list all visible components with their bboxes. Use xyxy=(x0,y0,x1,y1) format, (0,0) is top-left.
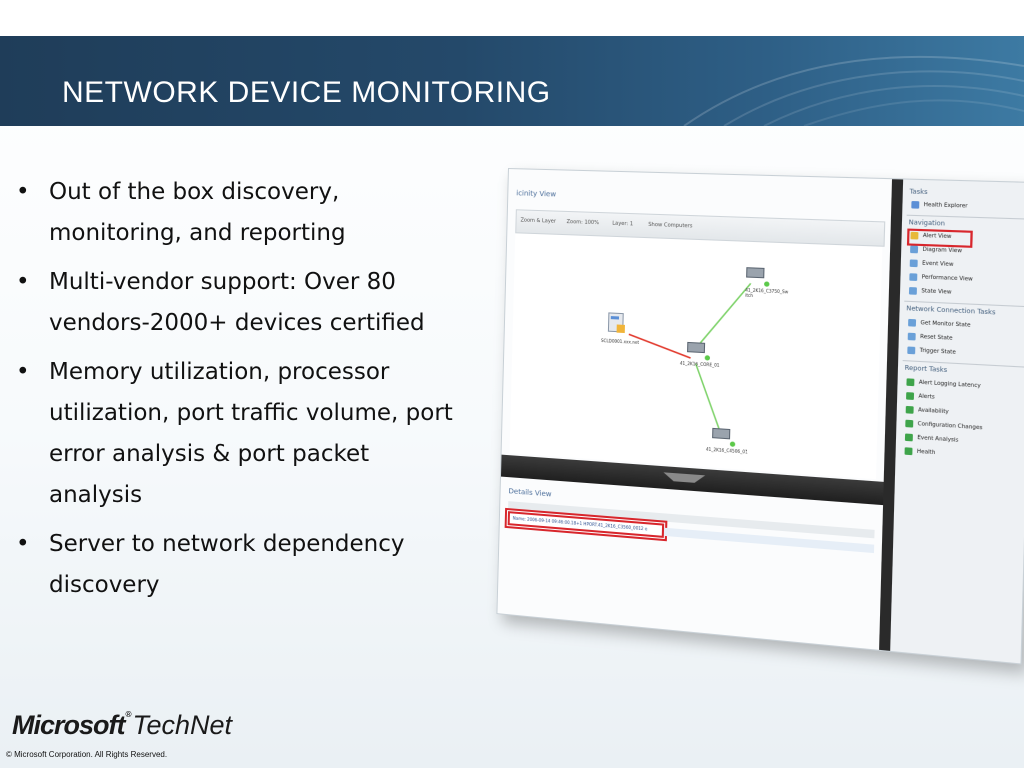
bullet-item: • Server to network dependency discovery xyxy=(16,524,456,606)
bullet-list: • Out of the box discovery, monitoring, a… xyxy=(16,172,456,614)
bullet-text: Server to network dependency discovery xyxy=(49,531,405,598)
toolbar-layer[interactable]: Layer: 1 xyxy=(612,221,633,228)
report-tasks-heading: Report Tasks xyxy=(905,364,948,374)
report-alert-logging-latency[interactable]: Alert Logging Latency xyxy=(906,378,980,393)
server-icon[interactable] xyxy=(608,313,625,333)
report-configuration-changes[interactable]: Configuration Changes xyxy=(905,420,982,435)
get-monitor-state-icon xyxy=(908,319,916,327)
event-view-icon xyxy=(910,259,918,267)
task-trigger-state[interactable]: Trigger State xyxy=(907,346,956,359)
node-label: 41_2K16_C3750_Sw itch xyxy=(745,287,788,299)
switch-icon[interactable] xyxy=(712,428,735,447)
nav-performance-view[interactable]: Performance View xyxy=(909,273,973,286)
bullet-item: • Out of the box discovery, monitoring, a… xyxy=(16,172,456,254)
trigger-state-icon xyxy=(907,346,915,354)
diagram-canvas: SCLD0001.xxx.net 41_2K16_CORE_01 41_2K16… xyxy=(510,233,883,479)
bullet-item: • Multi-vendor support: Over 80 vendors-2… xyxy=(16,262,456,344)
bullet-dot: • xyxy=(16,352,30,393)
report-alerts[interactable]: Alerts xyxy=(906,392,935,404)
bullet-text: Multi-vendor support: Over 80 vendors-20… xyxy=(49,269,425,336)
vicinity-view-pane: icinity View Zoom & Layer Zoom: 100% Lay… xyxy=(497,169,892,650)
task-reset-state[interactable]: Reset State xyxy=(908,333,953,346)
nav-event-view[interactable]: Event View xyxy=(910,259,954,271)
connection-tasks-heading: Network Connection Tasks xyxy=(906,305,995,317)
task-health-explorer[interactable]: Health Explorer xyxy=(911,201,967,213)
health-explorer-icon xyxy=(911,201,919,209)
top-white-band xyxy=(0,0,1024,36)
nav-state-view[interactable]: State View xyxy=(909,287,952,299)
nav-alert-view[interactable]: Alert View xyxy=(910,232,969,245)
reset-state-icon xyxy=(908,333,916,341)
tasks-heading: Tasks xyxy=(909,188,927,196)
report-event-analysis[interactable]: Event Analysis xyxy=(905,433,959,447)
logo-microsoft: Microsoft xyxy=(12,710,125,740)
link-core-c3750 xyxy=(696,281,751,351)
bullet-text: Memory utilization, processor utilizatio… xyxy=(49,359,453,508)
performance-view-icon xyxy=(909,273,917,281)
vicinity-view-title: icinity View xyxy=(516,189,556,198)
report-icon xyxy=(906,392,914,400)
state-view-icon xyxy=(909,287,917,295)
task-get-monitor-state[interactable]: Get Monitor State xyxy=(908,319,971,333)
report-icon xyxy=(905,433,913,441)
bullet-text: Out of the box discovery, monitoring, an… xyxy=(49,179,346,246)
alert-view-icon xyxy=(910,232,918,240)
switch-icon[interactable] xyxy=(687,342,710,360)
tasks-pane: Tasks Health Explorer Navigation Alert V… xyxy=(890,180,1024,664)
report-health[interactable]: Health xyxy=(904,447,935,460)
link-core-c4506 xyxy=(694,363,722,432)
copyright-text: © Microsoft Corporation. All Rights Rese… xyxy=(6,750,167,759)
navigation-heading: Navigation xyxy=(909,219,946,228)
toolbar-zoom-layer[interactable]: Zoom & Layer xyxy=(520,217,556,224)
logo-technet: TechNet xyxy=(133,710,233,740)
toolbar-zoom[interactable]: Zoom: 100% xyxy=(566,219,599,226)
bullet-dot: • xyxy=(16,524,30,565)
report-icon xyxy=(906,378,914,386)
diagram-view-icon xyxy=(910,246,918,254)
report-availability[interactable]: Availability xyxy=(906,406,949,419)
report-icon xyxy=(906,406,914,414)
title-banner: NETWORK DEVICE MONITORING xyxy=(0,36,1024,126)
link-server-core xyxy=(628,334,691,358)
nav-diagram-view[interactable]: Diagram View xyxy=(910,246,962,259)
topology-diagram xyxy=(510,233,883,479)
bullet-item: • Memory utilization, processor utilizati… xyxy=(16,352,456,516)
bullet-dot: • xyxy=(16,172,30,213)
report-icon xyxy=(905,447,913,455)
console-screenshot: icinity View Zoom & Layer Zoom: 100% Lay… xyxy=(496,168,1024,665)
slide-title: NETWORK DEVICE MONITORING xyxy=(62,76,551,110)
decorative-swoosh xyxy=(644,36,1024,126)
report-icon xyxy=(905,420,913,428)
details-view-title: Details View xyxy=(508,487,551,498)
logo-trademark: ® xyxy=(125,710,133,719)
toolbar-show-computers[interactable]: Show Computers xyxy=(648,222,692,230)
microsoft-technet-logo: Microsoft®TechNet xyxy=(12,710,272,742)
bullet-dot: • xyxy=(16,262,30,303)
